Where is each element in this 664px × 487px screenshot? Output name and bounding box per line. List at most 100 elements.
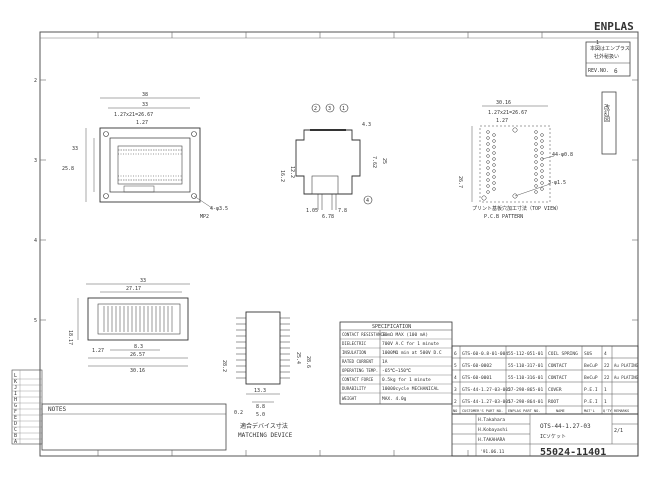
svg-text:33: 33: [72, 146, 78, 152]
svg-text:I: I: [14, 391, 17, 397]
svg-text:REV.NO.: REV.NO.: [588, 68, 609, 74]
svg-text:WEIGHT: WEIGHT: [342, 396, 357, 401]
svg-text:4-φ3.5: 4-φ3.5: [210, 206, 228, 212]
svg-text:2: 2: [454, 399, 457, 405]
svg-text:CUSTOMER'S PART NO.: CUSTOMER'S PART NO.: [462, 409, 503, 413]
svg-text:-65℃~150℃: -65℃~150℃: [382, 368, 412, 374]
svg-text:27.17: 27.17: [126, 286, 141, 292]
mount-hole: [191, 131, 197, 137]
svg-text:6: 6: [614, 68, 618, 75]
svg-text:38: 38: [142, 92, 148, 98]
svg-text:6.78: 6.78: [322, 214, 334, 220]
svg-text:COIL SPRING: COIL SPRING: [548, 351, 578, 357]
svg-text:H.Kobayashi: H.Kobayashi: [478, 427, 508, 433]
svg-text:1.27x21=26.67: 1.27x21=26.67: [488, 110, 527, 116]
row-number: 1: [596, 40, 599, 46]
svg-text:33: 33: [142, 102, 148, 108]
svg-text:55-110-316-01: 55-110-316-01: [508, 375, 544, 381]
svg-text:5.0: 5.0: [256, 412, 265, 418]
svg-text:ICソケット: ICソケット: [540, 433, 566, 440]
mount-hole: [103, 131, 109, 137]
socket-outline: [99, 127, 201, 203]
row-number: 3: [34, 158, 37, 164]
svg-text:55-112-051-01: 55-112-051-01: [508, 351, 544, 357]
svg-text:25: 25: [381, 158, 387, 164]
svg-text:4.3: 4.3: [362, 122, 371, 128]
svg-text:30.16: 30.16: [130, 368, 145, 374]
revision-table: L K J I H G F E D C B A: [11, 369, 43, 445]
svg-text:MAT'L: MAT'L: [584, 409, 595, 413]
svg-text:57-298-865-01: 57-298-865-01: [508, 387, 544, 393]
parts-list: 6 GTS-60-0.8-01-004 55-112-051-01 COIL S…: [451, 345, 639, 415]
socket-side-outline: [295, 129, 361, 195]
svg-text:0.2: 0.2: [234, 410, 243, 416]
svg-text:1.27: 1.27: [136, 120, 148, 126]
svg-text:NOTES: NOTES: [48, 406, 66, 413]
svg-text:1.05: 1.05: [306, 208, 318, 214]
svg-text:28.2: 28.2: [221, 360, 227, 372]
svg-text:DURABILITY: DURABILITY: [342, 386, 367, 391]
svg-text:8.3: 8.3: [134, 344, 143, 350]
svg-text:'91.06.11: '91.06.11: [480, 449, 505, 455]
svg-text:社外秘扱い: 社外秘扱い: [594, 53, 619, 60]
svg-text:A: A: [14, 439, 17, 445]
svg-text:L: L: [14, 373, 17, 379]
svg-text:CONTACT: CONTACT: [548, 363, 567, 369]
svg-text:改訂図: 改訂図: [603, 103, 610, 123]
svg-text:INSULATION: INSULATION: [342, 350, 367, 355]
svg-text:26.7: 26.7: [457, 176, 463, 188]
revised-drawing-stamp: 改訂図: [601, 91, 617, 155]
svg-text:13.3: 13.3: [254, 388, 266, 394]
svg-text:プリント基板穴加工寸法（TOP VIEW）: プリント基板穴加工寸法（TOP VIEW）: [472, 205, 561, 212]
svg-text:OPERATING TEMP.: OPERATING TEMP.: [342, 368, 378, 373]
title-block: H.Takahara H.Kobayashi H.TAKAHARA '91.06…: [451, 413, 639, 458]
svg-text:GTS-44-1.27-03-001: GTS-44-1.27-03-001: [462, 399, 511, 405]
svg-text:4: 4: [366, 198, 369, 204]
svg-text:3: 3: [328, 106, 331, 112]
svg-text:25.8: 25.8: [62, 166, 74, 172]
svg-text:H: H: [14, 397, 17, 403]
svg-text:H.Takahara: H.Takahara: [478, 417, 505, 423]
svg-text:GTS-60-0.8-01-004: GTS-60-0.8-01-004: [462, 351, 508, 357]
svg-text:7.8: 7.8: [338, 208, 347, 214]
svg-text:P.C.B PATTERN: P.C.B PATTERN: [484, 214, 523, 220]
svg-text:CONTACT: CONTACT: [548, 375, 567, 381]
svg-text:COVER: COVER: [548, 387, 562, 393]
svg-text:MAX. 4.0g: MAX. 4.0g: [382, 396, 407, 402]
svg-text:D: D: [14, 421, 17, 427]
svg-text:J: J: [14, 385, 17, 391]
svg-text:GTS-44-1.27-03-002: GTS-44-1.27-03-002: [462, 387, 511, 393]
svg-text:RATED CURRENT: RATED CURRENT: [342, 359, 374, 364]
svg-text:12.2: 12.2: [289, 166, 295, 178]
svg-text:K: K: [14, 379, 17, 385]
brand-logo: ENPLAS: [594, 20, 634, 33]
svg-text:26.57: 26.57: [130, 352, 145, 358]
drawing-number: 55024-11401: [540, 447, 606, 458]
svg-text:GTS-60-0001: GTS-60-0001: [462, 375, 492, 381]
svg-text:33: 33: [140, 278, 146, 284]
svg-text:1.27x21=26.67: 1.27x21=26.67: [114, 112, 153, 118]
svg-text:MP2: MP2: [200, 214, 209, 220]
notes-box: NOTES: [41, 403, 227, 451]
svg-text:4: 4: [454, 375, 457, 381]
svg-text:GTS-60-0002: GTS-60-0002: [462, 363, 492, 369]
svg-text:P.E.I: P.E.I: [584, 399, 598, 405]
svg-text:BeCuP: BeCuP: [584, 375, 598, 381]
svg-text:10000cycle MECHANICAL: 10000cycle MECHANICAL: [382, 386, 439, 392]
svg-text:P.E.I: P.E.I: [584, 387, 598, 393]
socket-bottom-outline: [87, 297, 189, 341]
svg-text:Q'TY: Q'TY: [603, 409, 612, 413]
svg-text:MATCHING DEVICE: MATCHING DEVICE: [238, 432, 293, 439]
svg-text:28.6: 28.6: [305, 356, 311, 368]
row-number: 2: [34, 78, 37, 84]
svg-text:CONTACT RESISTANCE: CONTACT RESISTANCE: [342, 332, 386, 337]
svg-text:30mΩ MAX (100 mA): 30mΩ MAX (100 mA): [382, 332, 428, 338]
svg-text:SUS: SUS: [584, 351, 592, 357]
svg-text:H.TAKAHARA: H.TAKAHARA: [478, 437, 505, 443]
sheet-border: [39, 31, 639, 457]
svg-text:Au PLATING: Au PLATING: [614, 375, 639, 380]
pcb-pattern: 30.16 1.27x21=26.67 1.27 26.7 44-φ0.8: [457, 100, 573, 220]
svg-text:適合デバイス寸法: 適合デバイス寸法: [240, 422, 288, 430]
svg-text:16.2: 16.2: [279, 170, 285, 182]
